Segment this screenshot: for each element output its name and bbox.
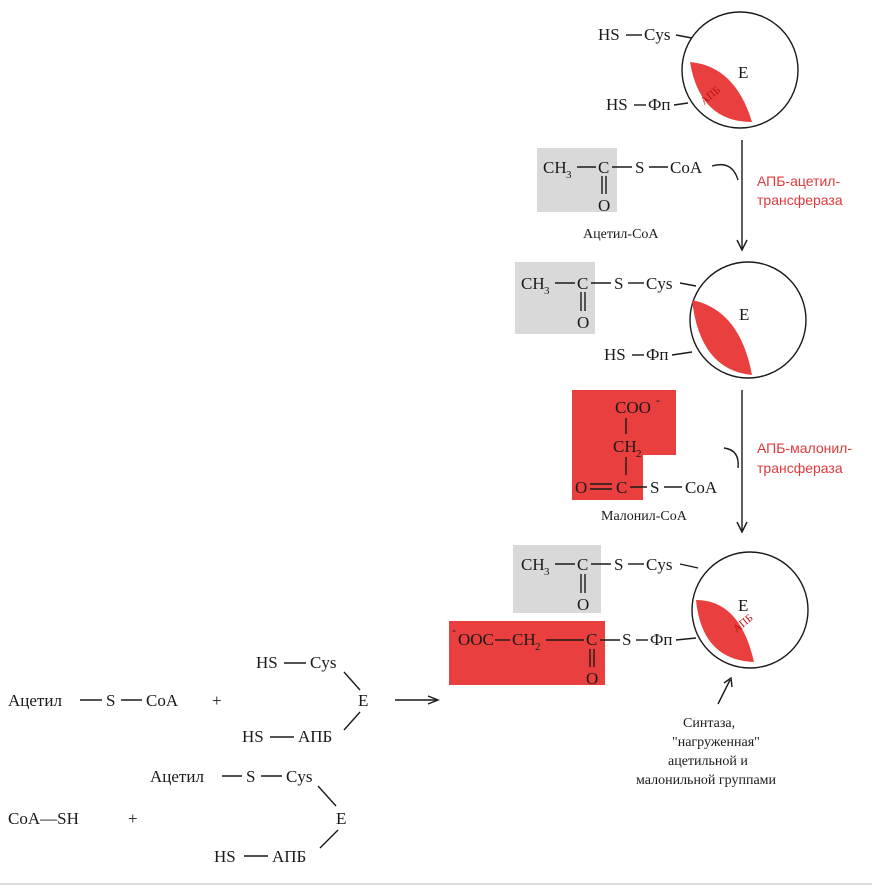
enzyme-circle bbox=[681, 11, 799, 129]
svg-text:C: C bbox=[586, 630, 597, 649]
svg-text:E: E bbox=[336, 809, 346, 828]
svg-text:Cys: Cys bbox=[646, 274, 672, 293]
enzyme-label-malonyltransferase-2: трансфераза bbox=[757, 460, 843, 476]
enzyme-e-label: E bbox=[739, 305, 749, 324]
oxygen-label: O bbox=[598, 196, 610, 215]
acetyl-highlight bbox=[513, 545, 601, 613]
ch3-label: CH bbox=[543, 158, 567, 177]
svg-text:C: C bbox=[616, 478, 627, 497]
loaded-synthase-caption-1: Синтаза, bbox=[683, 716, 735, 731]
enzyme-label-acetyltransferase-2: трансфераза bbox=[757, 192, 843, 208]
svg-text:CH: CH bbox=[613, 437, 637, 456]
svg-text:-: - bbox=[452, 623, 456, 637]
cys-label: Cys bbox=[644, 25, 670, 44]
svg-text:CH: CH bbox=[521, 555, 545, 574]
svg-text:E: E bbox=[738, 596, 748, 615]
svg-text:+: + bbox=[128, 809, 138, 828]
svg-text:АПБ: АПБ bbox=[298, 727, 332, 746]
hs-label: HS bbox=[606, 95, 628, 114]
svg-text:E: E bbox=[358, 691, 368, 710]
apb-domain-shape bbox=[696, 600, 754, 662]
svg-text:Cys: Cys bbox=[646, 555, 672, 574]
svg-text:O: O bbox=[577, 595, 589, 614]
sulfur-label: S bbox=[635, 158, 644, 177]
synthase-stage-1: АПБ E HS Cys HS Фп bbox=[598, 11, 799, 129]
svg-text:CoA: CoA bbox=[685, 478, 718, 497]
svg-text:CH: CH bbox=[512, 630, 536, 649]
caption-pointer bbox=[717, 679, 731, 705]
svg-text:S: S bbox=[650, 478, 659, 497]
svg-text:HS: HS bbox=[256, 653, 278, 672]
svg-text:3: 3 bbox=[566, 169, 572, 181]
loaded-synthase-caption-2: "нагруженная" bbox=[672, 735, 760, 750]
svg-text:Cys: Cys bbox=[286, 767, 312, 786]
svg-text:HS: HS bbox=[604, 345, 626, 364]
svg-text:S: S bbox=[614, 274, 623, 293]
svg-text:CH: CH bbox=[521, 274, 545, 293]
synthase-stage-3: АПБ E CH 3 C O S Cys - OOC CH 2 C O S Фп bbox=[449, 545, 809, 688]
acetyl-reactant: Ацетил bbox=[8, 691, 62, 710]
svg-text:АПБ: АПБ bbox=[272, 847, 306, 866]
svg-text:O: O bbox=[575, 478, 587, 497]
coa-label: CoA bbox=[670, 158, 703, 177]
enzyme-e-label: E bbox=[738, 63, 748, 82]
acetyl-coa-caption: Ацетил-CoA bbox=[583, 227, 659, 242]
svg-text:HS: HS bbox=[242, 727, 264, 746]
svg-text:S: S bbox=[622, 630, 631, 649]
summary-equation: Ацетил S CoA + HS Cys E HS АПБ CoA—SH + … bbox=[8, 653, 440, 866]
svg-text:C: C bbox=[577, 274, 588, 293]
fp-label: Фп bbox=[648, 95, 671, 114]
apb-domain-shape bbox=[692, 300, 752, 375]
apb-domain-shape bbox=[690, 62, 752, 122]
enzyme-circle bbox=[689, 261, 807, 379]
svg-text:C: C bbox=[577, 555, 588, 574]
svg-text:S: S bbox=[614, 555, 623, 574]
arrowhead bbox=[736, 239, 748, 252]
svg-text:S: S bbox=[106, 691, 115, 710]
svg-text:Фп: Фп bbox=[646, 345, 669, 364]
svg-text:CoA: CoA bbox=[146, 691, 179, 710]
malonyl-coa-caption: Малонил-CoA bbox=[601, 509, 688, 524]
svg-text:COO: COO bbox=[615, 398, 651, 417]
arrowhead bbox=[736, 521, 748, 534]
svg-text:Cys: Cys bbox=[310, 653, 336, 672]
hs-label: HS bbox=[598, 25, 620, 44]
acetyl-highlight bbox=[537, 148, 617, 212]
svg-text:2: 2 bbox=[636, 448, 642, 460]
loaded-synthase-caption-4: малонильной группами bbox=[636, 773, 777, 788]
enzyme-label-malonyltransferase-1: АПБ-малонил- bbox=[757, 440, 852, 456]
synthase-stage-2: E CH 3 C O S Cys HS Фп bbox=[515, 261, 807, 379]
coa-sh-product: CoA—SH bbox=[8, 809, 79, 828]
svg-text:O: O bbox=[586, 669, 598, 688]
svg-text:-: - bbox=[656, 393, 660, 407]
enzyme-circle bbox=[691, 551, 809, 669]
svg-text:O: O bbox=[577, 313, 589, 332]
malonyl-highlight bbox=[449, 621, 605, 685]
svg-text:S: S bbox=[246, 767, 255, 786]
malonyl-coa-structure: COO - CH 2 O C S CoA bbox=[572, 390, 718, 500]
acetyl-product: Ацетил bbox=[150, 767, 204, 786]
svg-text:3: 3 bbox=[544, 285, 550, 297]
svg-text:Фп: Фп bbox=[650, 630, 673, 649]
svg-text:HS: HS bbox=[214, 847, 236, 866]
carbon-label: C bbox=[598, 158, 609, 177]
curved-arrow bbox=[711, 163, 739, 181]
curved-arrow bbox=[723, 447, 739, 469]
svg-text:3: 3 bbox=[544, 566, 550, 578]
acetyl-coa-structure: CH 3 C O S CoA bbox=[537, 148, 703, 215]
malonyl-highlight bbox=[572, 390, 676, 500]
svg-text:2: 2 bbox=[535, 641, 541, 653]
plus-sign: + bbox=[212, 691, 222, 710]
enzyme-label-acetyltransferase-1: АПБ-ацетил- bbox=[757, 173, 840, 189]
loaded-synthase-caption-3: ацетильной и bbox=[668, 754, 748, 769]
svg-text:OOC: OOC bbox=[458, 630, 494, 649]
